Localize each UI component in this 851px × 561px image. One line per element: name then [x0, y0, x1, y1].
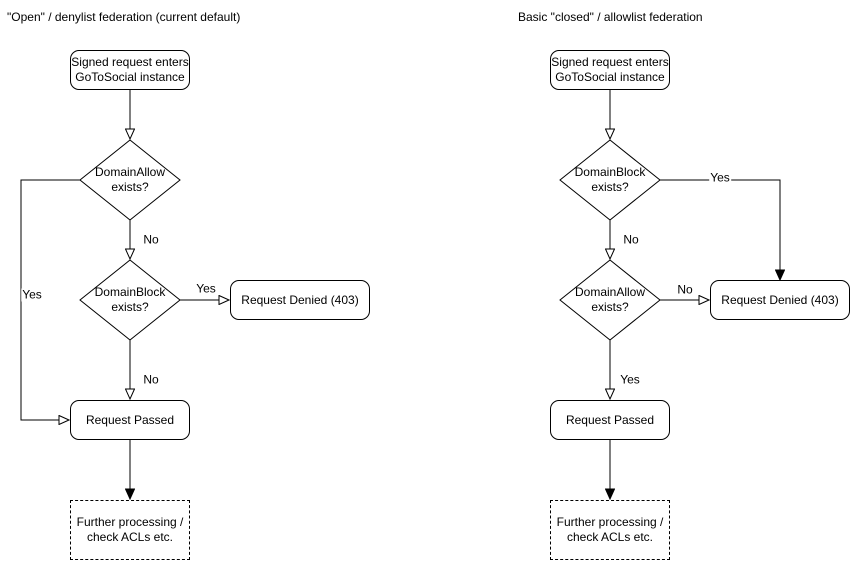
left-passed-text: Request Passed	[85, 412, 175, 427]
right-decision2-no-label: No	[676, 282, 694, 297]
left-decision2-no-label: No	[142, 372, 160, 387]
left-start-line2: GoToSocial instance	[75, 70, 185, 84]
decision-diamond-domainallow-right	[559, 259, 661, 341]
left-denied-node: Request Denied (403)	[230, 280, 370, 320]
left-further-node: Further processing / check ACLs etc.	[70, 500, 190, 560]
left-denied-text: Request Denied (403)	[241, 292, 359, 307]
edge-right-decision1-yes	[660, 179, 780, 280]
right-start-node: Signed request enters GoToSocial instanc…	[550, 50, 670, 90]
right-start-line2: GoToSocial instance	[555, 70, 665, 84]
left-start-line1: Signed request enters	[71, 55, 189, 69]
decision-diamond-domainblock-right	[559, 139, 661, 221]
left-decision1-no-label: No	[142, 232, 160, 247]
edge-left-decision1-yes	[20, 179, 80, 420]
left-further-line2: check ACLs etc.	[86, 530, 174, 544]
right-further-node: Further processing / check ACLs etc.	[550, 500, 670, 560]
right-passed-text: Request Passed	[565, 412, 655, 427]
right-denied-node: Request Denied (403)	[710, 280, 850, 320]
right-denied-text: Request Denied (403)	[721, 292, 839, 307]
right-decision1-yes-label: Yes	[709, 170, 731, 185]
left-start-node: Signed request enters GoToSocial instanc…	[70, 50, 190, 90]
right-decision1-no-label: No	[622, 232, 640, 247]
decision-diamond-domainallow-left	[79, 139, 181, 221]
right-further-line1: Further processing /	[556, 515, 664, 529]
left-decision2-yes-label: Yes	[195, 281, 217, 296]
decision-diamond-domainblock-left	[79, 259, 181, 341]
right-chart-title: Basic "closed" / allowlist federation	[518, 10, 703, 24]
right-passed-node: Request Passed	[550, 400, 670, 440]
right-decision2-yes-label: Yes	[619, 372, 641, 387]
left-passed-node: Request Passed	[70, 400, 190, 440]
right-start-line1: Signed request enters	[551, 55, 669, 69]
right-further-line2: check ACLs etc.	[566, 530, 654, 544]
left-chart-title: "Open" / denylist federation (current de…	[7, 10, 241, 24]
left-decision1-yes-label: Yes	[21, 287, 43, 302]
left-further-line1: Further processing /	[76, 515, 184, 529]
